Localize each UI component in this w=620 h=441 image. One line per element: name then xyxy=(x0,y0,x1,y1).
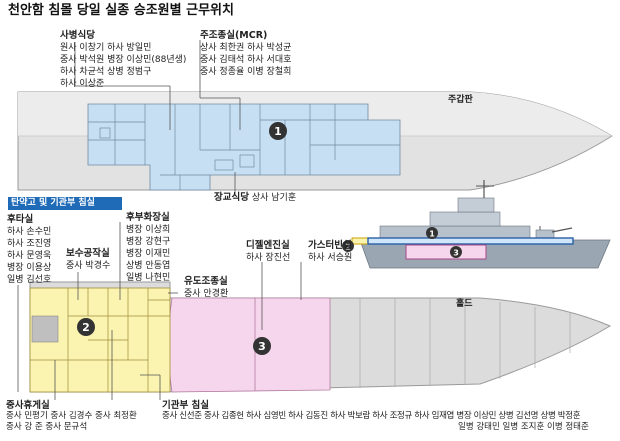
svg-text:3: 3 xyxy=(453,249,459,258)
page-title: 천안함 침몰 당일 실종 승조원별 근무위치 xyxy=(8,3,234,18)
group-heading: 사병식당 xyxy=(60,30,95,41)
marker-3 xyxy=(253,337,271,355)
svg-text:2: 2 xyxy=(345,243,351,252)
group-row: 병장 이재민 xyxy=(126,249,171,259)
upper-leader-lines xyxy=(74,40,241,196)
group-row: 상병 안동엽 xyxy=(126,261,171,271)
hold-label: 홀드 xyxy=(456,299,473,309)
group-heading: 장교식당 xyxy=(214,192,249,203)
group-heading: 기관부 침실 xyxy=(162,400,210,411)
group-row: 하사 서승원 xyxy=(308,253,353,263)
group-heading: 후타실 xyxy=(7,214,34,225)
group-row: 중사 박경수 xyxy=(66,261,111,271)
group-row: 일병 김선호 xyxy=(7,275,52,285)
group-row: 병장 강현구 xyxy=(126,237,171,247)
upper-deck-label: 주갑판 xyxy=(448,95,473,105)
svg-text:1: 1 xyxy=(274,125,282,138)
group-engine-quarters: 기관부 침실 중사 신선준 중사 김종헌 하사 심영빈 하사 김동진 하사 박보… xyxy=(162,400,589,433)
group-heading: 후부화장실 xyxy=(126,212,170,223)
side-view-ship: 1 2 3 xyxy=(342,180,611,269)
group-heading: 가스터빈실 xyxy=(308,240,352,251)
aft-compartments xyxy=(29,287,171,393)
group-gas-turbine: 가스터빈실 하사 서승원 xyxy=(308,240,352,264)
group-row: 하사 조진영 xyxy=(7,239,52,249)
marker-1 xyxy=(269,122,287,140)
group-sailor-mess: 사병식당 원사 이창기 하사 방일민 중사 박석원 병장 이상민(88년생) 하… xyxy=(60,30,186,90)
group-row: 중사 강 준 중사 문규석 xyxy=(6,422,88,432)
group-heading: 디젤엔진실 xyxy=(246,240,290,251)
group-row: 병장 이상희 xyxy=(126,225,171,235)
group-row: 하사 이상준 xyxy=(60,79,105,89)
group-row: 하사 손수민 xyxy=(7,227,52,237)
group-row: 일병 강태민 일병 조지훈 이병 정태준 xyxy=(458,422,589,432)
group-row: 병장 이용상 xyxy=(7,263,52,273)
group-petty-rest: 중사휴게실 중사 민평기 중사 김경수 중사 최정환 중사 강 준 중사 문규석 xyxy=(6,400,137,433)
aft-bar-label: 탄약고 및 기관부 침실 xyxy=(11,198,95,208)
upper-hull: 1 xyxy=(17,91,613,191)
group-row: 중사 박석원 병장 이상민(88년생) xyxy=(60,55,187,65)
main-deck-compartments xyxy=(87,103,401,191)
svg-text:3: 3 xyxy=(258,340,266,353)
aft-bar xyxy=(8,197,122,210)
group-row: 상사 최한권 하사 박성균 xyxy=(200,43,292,53)
group-repair: 보수공작실 중사 박경수 xyxy=(66,248,110,272)
marker-2 xyxy=(77,318,95,336)
group-row: 중사 김태석 하사 서대호 xyxy=(200,55,292,65)
lower-leader-lines xyxy=(17,222,302,400)
group-heading: 주조종실(MCR) xyxy=(200,30,268,41)
svg-text:2: 2 xyxy=(82,321,90,334)
group-guidance: 유도조종실 중사 안경환 xyxy=(184,276,228,300)
group-row: 중사 안경환 xyxy=(184,289,229,299)
group-row: 일병 나현민 xyxy=(126,273,171,283)
group-row: 중사 신선준 중사 김종헌 하사 심영빈 하사 김동진 하사 박보람 하사 조정… xyxy=(162,411,581,421)
group-aft-fire: 후부화장실 병장 이상희 병장 강현구 병장 이재민 상병 안동엽 일병 나현민 xyxy=(126,212,170,284)
group-aft-cabin: 후타실 하사 손수민 하사 조진영 하사 문영욱 병장 이용상 일병 김선호 xyxy=(7,214,51,286)
lower-hull: 3 2 xyxy=(29,281,612,393)
group-diesel: 디젤엔진실 하사 장진선 xyxy=(246,240,290,264)
group-row: 하사 장진선 xyxy=(246,253,291,263)
group-row: 중사 정종율 이병 장철희 xyxy=(200,67,292,77)
svg-text:1: 1 xyxy=(429,230,435,239)
group-officer-mess: 장교식당 상사 남기훈 xyxy=(214,192,296,204)
group-heading: 보수공작실 xyxy=(66,248,110,259)
group-row: 중사 민평기 중사 김경수 중사 최정환 xyxy=(6,411,137,421)
group-heading: 중사휴게실 xyxy=(6,400,50,411)
group-mcr: 주조종실(MCR) 상사 최한권 하사 박성균 중사 김태석 하사 서대호 중사… xyxy=(200,30,291,78)
group-row: 원사 이창기 하사 방일민 xyxy=(60,43,152,53)
group-row: 하사 차균석 상병 정범구 xyxy=(60,67,152,77)
group-row: 하사 문영욱 xyxy=(7,251,52,261)
group-heading: 유도조종실 xyxy=(184,276,228,287)
group-row: 상사 남기훈 xyxy=(251,193,297,203)
